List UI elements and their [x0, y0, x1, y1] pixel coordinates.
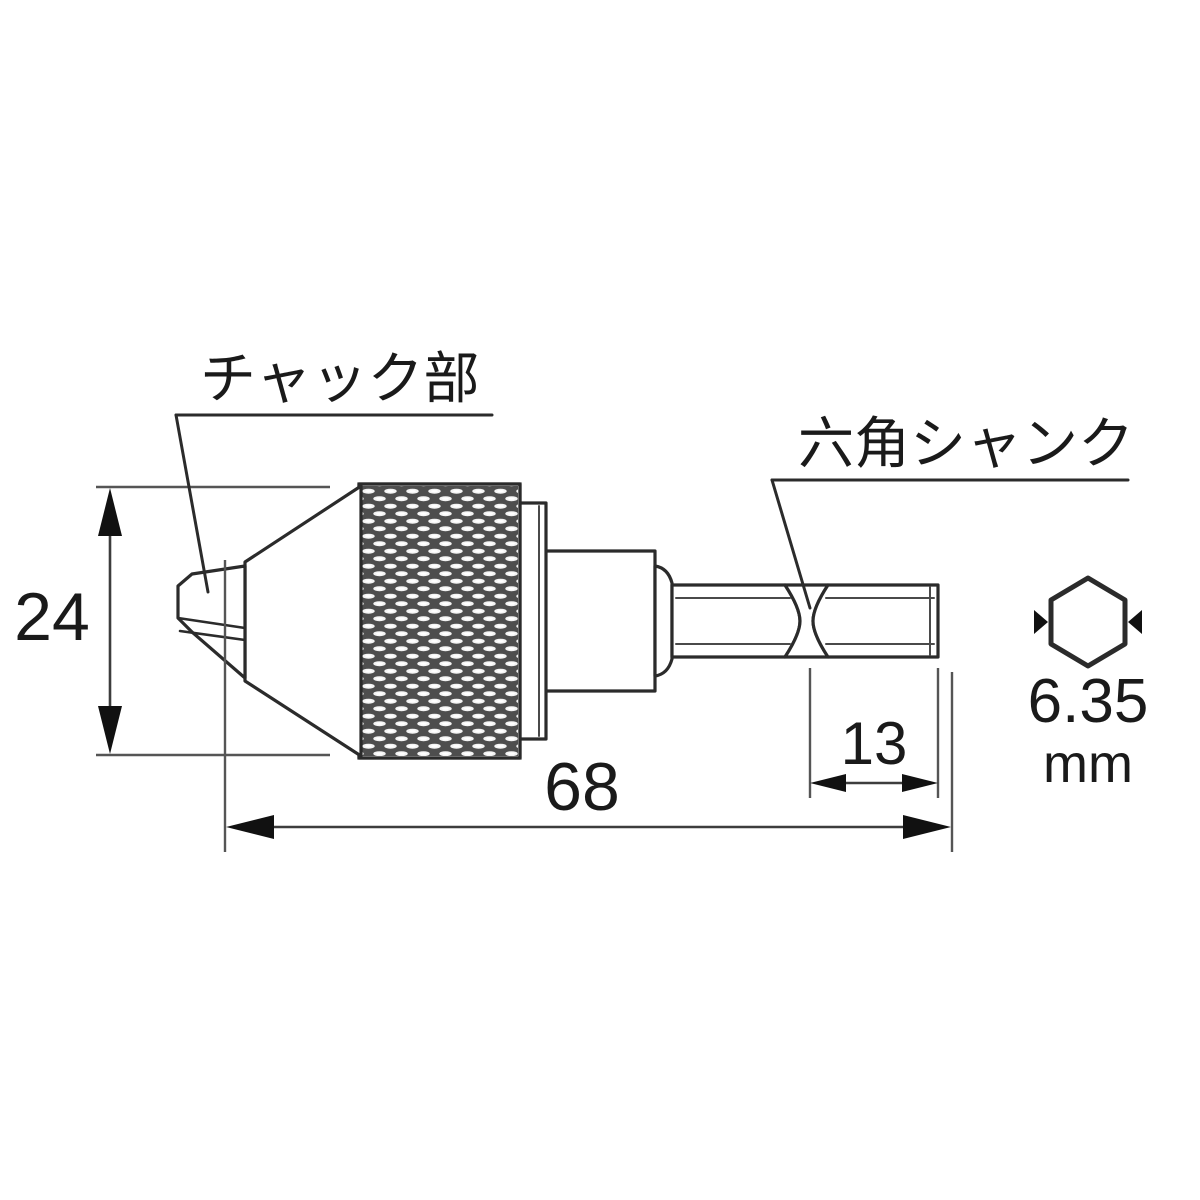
- hexagon-icon: [1048, 575, 1128, 669]
- hex-arrow-left-icon: [1034, 610, 1048, 634]
- arrowhead-68-right: [903, 815, 951, 839]
- dimension-68: 68: [223, 560, 954, 852]
- chuck-nose-taper: [243, 484, 363, 758]
- dimension-label-68: 68: [544, 749, 620, 825]
- dimension-24: 24: [14, 485, 330, 757]
- body-cylinder: [538, 549, 657, 693]
- hex-shank-right: [811, 583, 940, 659]
- arrowhead-68-left: [226, 815, 274, 839]
- arrowhead-24-bottom: [98, 706, 122, 754]
- callout-label-hex-shank: 六角シャンク: [798, 412, 1134, 477]
- hex-cross-section-detail: 6.35 mm: [1028, 575, 1149, 794]
- dimension-13: 13: [808, 668, 940, 798]
- dimension-label-13: 13: [841, 710, 908, 777]
- callout-chuck-part: チャック部: [174, 347, 494, 594]
- callout-leader-chuck-part: [174, 413, 210, 594]
- chuck-jaw-line-2: [178, 629, 247, 642]
- hex-arrow-right-icon: [1128, 610, 1142, 634]
- knurled-sleeve-texture: [361, 486, 518, 756]
- hex-shank-left: [670, 583, 802, 659]
- dimension-label-24: 24: [14, 579, 90, 655]
- arrowhead-24-top: [98, 488, 122, 536]
- hex-size-unit: mm: [1043, 734, 1133, 794]
- callout-leader-hex-shank: [770, 478, 812, 610]
- shank-taper: [653, 564, 674, 678]
- part-drawing: [176, 482, 940, 760]
- hex-size-value: 6.35: [1028, 667, 1149, 736]
- callout-label-chuck-part: チャック部: [200, 347, 479, 412]
- arrowhead-13-right: [902, 774, 938, 792]
- arrowhead-13-left: [810, 774, 846, 792]
- callout-hex-shank: 六角シャンク: [770, 412, 1134, 610]
- chuck-jaw-line-1: [176, 616, 247, 630]
